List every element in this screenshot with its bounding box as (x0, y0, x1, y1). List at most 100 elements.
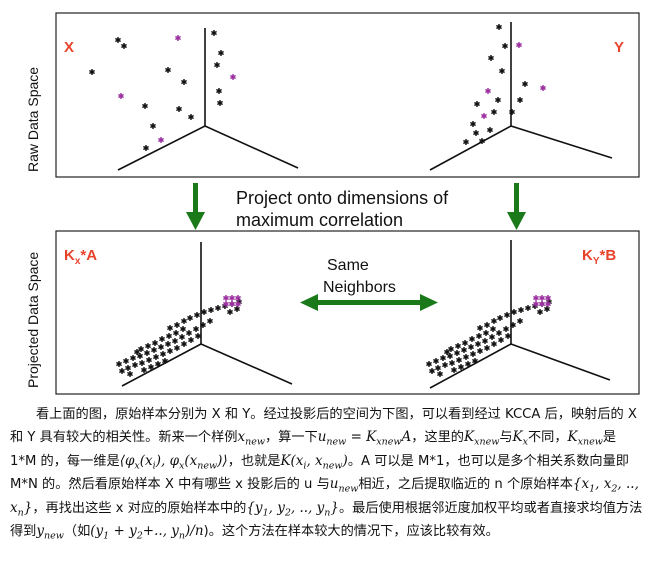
raw-x-points (89, 30, 236, 151)
data-point (188, 114, 194, 120)
data-point (235, 301, 241, 307)
data-point (491, 341, 497, 347)
data-point (437, 371, 443, 377)
data-point (162, 358, 168, 364)
data-point (160, 351, 166, 357)
data-point (442, 362, 448, 368)
data-point (474, 101, 480, 107)
data-point (115, 37, 121, 43)
raw-space-label: Raw Data Space (25, 67, 41, 172)
projection-caption-line2: maximum correlation (236, 210, 403, 230)
data-point (181, 341, 187, 347)
data-point (498, 337, 504, 343)
kcca-diagram: Raw Data Space Projected Data Space X Y … (25, 12, 640, 395)
data-point (229, 295, 235, 301)
data-point (123, 358, 129, 364)
data-point (533, 301, 539, 307)
data-point (540, 85, 546, 91)
data-point (167, 325, 173, 331)
data-point (159, 336, 165, 342)
data-point (118, 93, 124, 99)
data-point (227, 309, 233, 315)
data-point (440, 355, 446, 361)
data-point (525, 305, 531, 311)
data-point (458, 364, 464, 370)
data-point (472, 358, 478, 364)
data-point (132, 362, 138, 368)
data-point (496, 330, 502, 336)
data-point (503, 326, 509, 332)
data-point (215, 305, 221, 311)
data-point (152, 340, 158, 346)
raw-space-frame (55, 12, 640, 178)
raw-y-points (463, 24, 546, 145)
data-point (456, 357, 462, 363)
data-point (484, 345, 490, 351)
data-point (223, 295, 229, 301)
data-point (504, 312, 510, 318)
data-point (533, 295, 539, 301)
same-neighbors-arrow (300, 294, 438, 311)
data-point (167, 348, 173, 354)
data-point (158, 344, 164, 350)
data-point (180, 326, 186, 332)
data-point (217, 100, 223, 106)
data-point (146, 357, 152, 363)
data-point (234, 306, 240, 312)
data-point (463, 354, 469, 360)
data-point (470, 351, 476, 357)
data-point (175, 35, 181, 41)
data-point (447, 353, 453, 359)
data-point (216, 88, 222, 94)
data-point (158, 137, 164, 143)
data-point (173, 330, 179, 336)
data-point (544, 306, 550, 312)
proj-x-axes (121, 242, 293, 387)
data-point (235, 295, 241, 301)
data-point (187, 315, 193, 321)
data-point (174, 322, 180, 328)
data-point (195, 333, 201, 339)
data-point (454, 350, 460, 356)
same-label: Same (327, 257, 369, 274)
data-point (153, 354, 159, 360)
neighbors-label: Neighbors (323, 279, 396, 296)
data-point (481, 113, 487, 119)
data-point (545, 295, 551, 301)
data-point (509, 109, 515, 115)
data-point (176, 106, 182, 112)
data-point (200, 322, 206, 328)
data-point (476, 333, 482, 339)
raw-x-axes (117, 28, 299, 171)
data-point (130, 355, 136, 361)
data-point (470, 121, 476, 127)
data-point (517, 97, 523, 103)
data-point (449, 360, 455, 366)
data-point (495, 97, 501, 103)
data-point (172, 338, 178, 344)
data-point (134, 349, 140, 355)
data-point (433, 358, 439, 364)
data-point (208, 307, 214, 313)
data-point (211, 30, 217, 36)
explanation-paragraph: 看上面的图，原始样本分别为 X 和 Y。经过投影后的空间为下图，可以看到经过 K… (10, 407, 643, 542)
data-point (462, 340, 468, 346)
data-point (485, 88, 491, 94)
data-point (137, 353, 143, 359)
data-point (448, 346, 454, 352)
data-point (517, 318, 523, 324)
data-point (141, 367, 147, 373)
data-point (496, 24, 502, 30)
data-point (499, 68, 505, 74)
data-point (539, 295, 545, 301)
data-point (451, 367, 457, 373)
data-point (475, 341, 481, 347)
data-point (89, 69, 95, 75)
data-point (522, 81, 528, 87)
data-point (193, 326, 199, 332)
data-point (230, 74, 236, 80)
data-point (511, 309, 517, 315)
raw-y-axes (429, 22, 613, 171)
data-point (143, 145, 149, 151)
data-point (429, 368, 435, 374)
